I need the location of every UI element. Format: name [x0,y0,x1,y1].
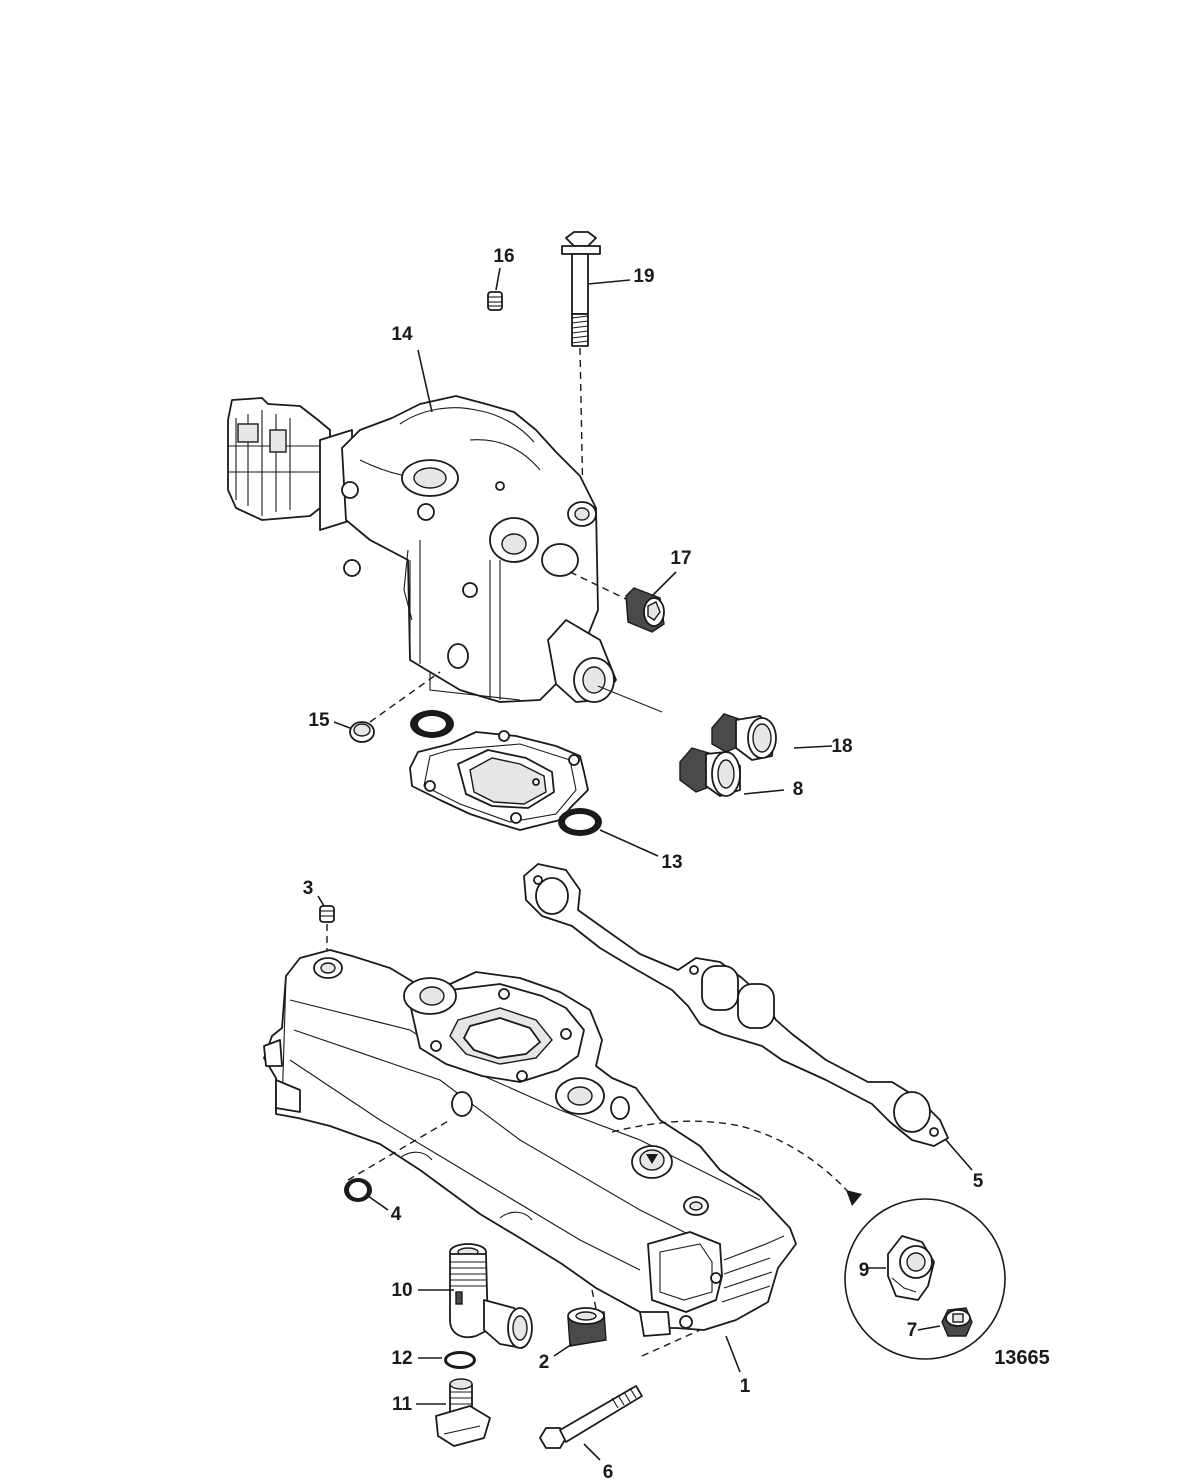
part-13-o-ring-upper [410,710,454,738]
part-14-axis-line [597,685,663,713]
callout-12: 12 [391,1348,412,1369]
part-1-exhaust-manifold [263,949,797,1337]
part-8-fitting [679,747,741,797]
detail-view-circle [844,1198,1006,1360]
part-19-dashed-path [579,347,584,506]
part-4-o-ring [344,1178,372,1202]
part-12-o-ring [444,1351,476,1369]
part-17-dashed-path [569,571,629,601]
callout-1: 1 [740,1376,751,1397]
callout-19: 19 [633,266,654,287]
part-7-plug [941,1307,973,1337]
callout-17: 17 [670,548,691,569]
callout-18: 18 [831,736,852,757]
part-6-bolt [539,1385,643,1449]
part-4-dashed-path [347,1119,451,1181]
callout-9: 9 [859,1260,870,1281]
part-2-plug [567,1307,607,1347]
part-18-fitting [711,713,777,761]
part-14-exhaust-elbow [227,395,617,703]
part-10-elbow-fitting [449,1243,533,1349]
callout-11: 11 [392,1394,413,1415]
part-6-dashed-path [641,1329,701,1357]
part-9-fitting [887,1235,935,1301]
part-15-plug [349,721,375,743]
part-19-bolt [561,231,601,347]
callout-13: 13 [661,852,682,873]
detail-arrowhead [846,1190,862,1206]
callout-2: 2 [539,1352,550,1373]
callout-15: 15 [308,710,330,731]
figure-number: 13665 [994,1347,1050,1369]
part-2-dashed-path [591,1289,599,1319]
part-17-plug [625,587,665,633]
callout-5: 5 [973,1171,984,1192]
callout-8: 8 [793,779,804,800]
part-13-gasket-plate [409,730,589,831]
callout-3: 3 [303,878,314,899]
callout-7: 7 [907,1320,918,1341]
callout-14: 14 [391,324,413,345]
callout-10: 10 [391,1280,412,1301]
callout-labels: 1 2 3 4 5 6 7 8 9 10 11 12 13 14 15 16 1… [303,246,984,1483]
callout-6: 6 [603,1462,614,1478]
leader-lines [317,267,973,1461]
callout-16: 16 [493,246,514,267]
callout-4: 4 [391,1204,402,1225]
part-15-dashed-path [369,671,441,723]
detail-dashed-arrow [611,1120,853,1197]
part-13-o-ring-lower [558,808,602,836]
part-3-set-screw [319,905,335,923]
part-11-drain-plug [435,1378,491,1447]
part-5-exhaust-gasket [523,863,949,1147]
part-16-set-screw [487,291,503,311]
